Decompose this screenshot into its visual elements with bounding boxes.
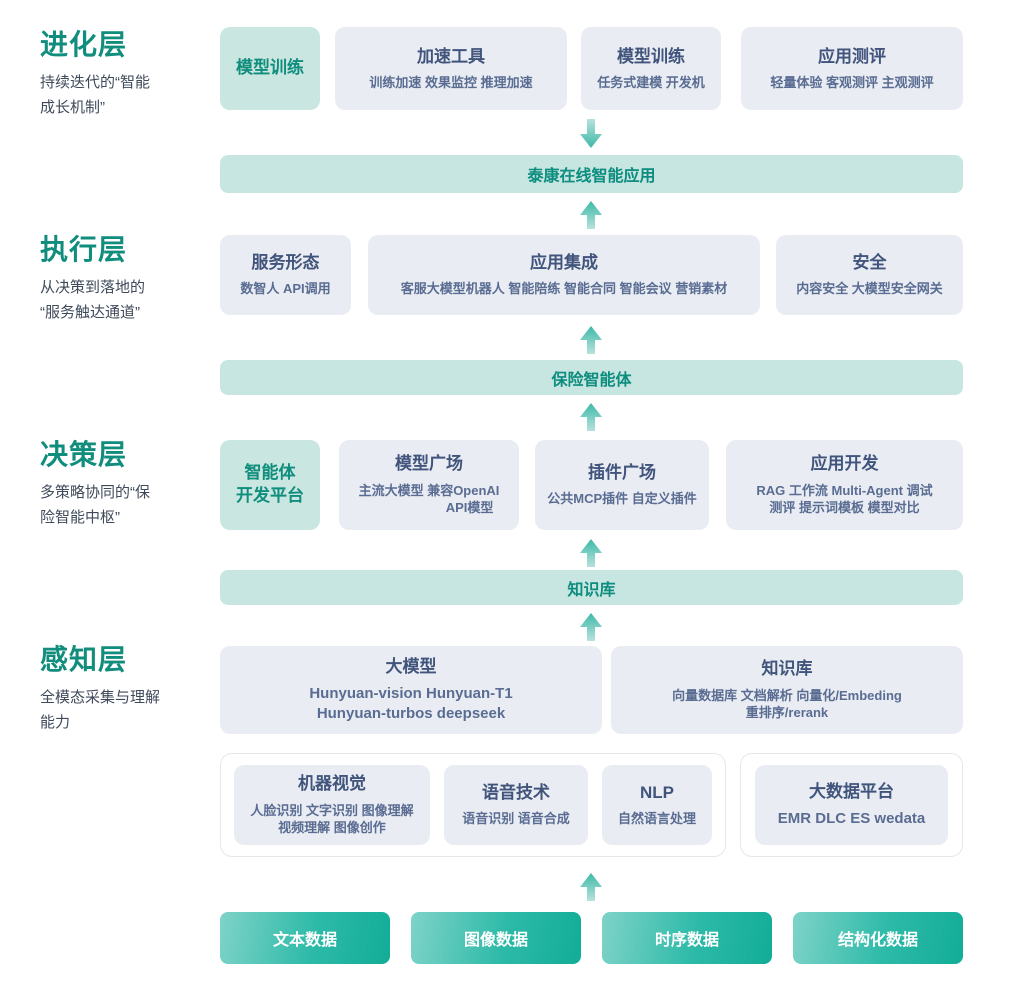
card-knowledge-base[interactable]: 知识库 向量数据库 文档解析 向量化/Embeding 重排序/rerank (611, 646, 963, 734)
layer-desc-line: 险智能中枢” (40, 508, 120, 526)
card-application-evaluation[interactable]: 应用测评 轻量体验 客观测评 主观测评 (741, 27, 963, 110)
card-subtitle-line: Hunyuan-vision Hunyuan-T1 (309, 684, 513, 702)
bar-label: 泰康在线智能应用 (527, 168, 656, 185)
card-service-form[interactable]: 服务形态 数智人 API调用 (220, 235, 351, 315)
bar-label: 保险智能体 (551, 371, 632, 389)
layer-desc-line: 能力 (40, 713, 71, 731)
card-subtitle: 自然语言处理 (617, 811, 696, 827)
layer-desc-line: 持续迭代的“智能 (40, 73, 150, 91)
card-speech-technology[interactable]: 语音技术 语音识别 语音合成 (444, 765, 588, 845)
card-subtitle: 公共MCP插件 自定义插件 (547, 491, 697, 507)
chip-label: 文本数据 (272, 932, 337, 949)
card-application-development[interactable]: 应用开发 RAG 工作流 Multi-Agent 调试 测评 提示词模板 模型对… (726, 440, 963, 530)
card-title: 语音技术 (482, 783, 550, 803)
arrow-down-to-app-icon (578, 119, 604, 149)
layer-desc-decision: 多策略协同的“保 险智能中枢” (40, 481, 230, 531)
card-subtitle: 轻量体验 客观测评 主观测评 (770, 74, 934, 90)
chip-image-data[interactable]: 图像数据 (411, 912, 581, 964)
layer-desc-perception: 全模态采集与理解 能力 (40, 686, 230, 736)
card-subtitle: 数智人 API调用 (240, 281, 331, 297)
card-agent-dev-platform-highlight[interactable]: 智能体 开发平台 (220, 440, 320, 530)
card-subtitle-line: 人脸识别 文字识别 图像理解 (250, 802, 414, 818)
arrow-up-to-decision-icon (578, 538, 604, 568)
card-subtitle-line: 重排序/rerank (745, 705, 829, 721)
arrow-up-to-agent-icon (578, 402, 604, 432)
card-subtitle-line: 视频理解 图像创作 (278, 820, 386, 836)
layer-label-perception: 感知层 全模态采集与理解 能力 (40, 644, 230, 736)
card-title: 知识库 (761, 659, 813, 679)
layer-title-decision: 决策层 (40, 439, 128, 470)
card-application-integration[interactable]: 应用集成 客服大模型机器人 智能陪练 智能合同 智能会议 营销素材 (368, 235, 760, 315)
card-subtitle-line: RAG 工作流 Multi-Agent 调试 (756, 482, 933, 498)
card-model-training-highlight[interactable]: 模型训练 (220, 27, 320, 110)
card-title-line: 开发平台 (236, 486, 304, 505)
card-title: NLP (640, 783, 674, 803)
card-subtitle: 语音识别 语音合成 (462, 811, 570, 827)
layer-desc-line: 成长机制” (40, 98, 105, 116)
card-subtitle: 任务式建模 开发机 (597, 74, 705, 90)
layer-desc-execution: 从决策到落地的 “服务触达通道” (40, 276, 230, 326)
chip-text-data[interactable]: 文本数据 (220, 912, 390, 964)
card-machine-vision[interactable]: 机器视觉 人脸识别 文字识别 图像理解 视频理解 图像创作 (234, 765, 430, 845)
chip-structured-data[interactable]: 结构化数据 (793, 912, 963, 964)
card-subtitle: 内容安全 大模型安全网关 (796, 281, 943, 297)
chip-label: 图像数据 (463, 932, 528, 949)
card-subtitle-line: API模型 (445, 500, 494, 516)
card-title: 应用开发 (810, 454, 879, 474)
card-subtitle-line: Hunyuan-turbos deepseek (316, 705, 506, 723)
layer-label-decision: 决策层 多策略协同的“保 险智能中枢” (40, 439, 230, 531)
card-big-data-platform[interactable]: 大数据平台 EMR DLC ES wedata (755, 765, 948, 845)
layer-title-perception: 感知层 (40, 644, 128, 675)
arrow-up-to-app-icon (578, 200, 604, 230)
bar-label: 知识库 (567, 581, 616, 599)
layer-desc-line: 从决策到落地的 (40, 278, 146, 296)
card-model-training[interactable]: 模型训练 任务式建模 开发机 (581, 27, 721, 110)
card-model-plaza[interactable]: 模型广场 主流大模型 兼容OpenAI API模型 (339, 440, 519, 530)
card-title: 模型广场 (395, 454, 463, 474)
layer-label-execution: 执行层 从决策到落地的 “服务触达通道” (40, 234, 230, 326)
card-title: 服务形态 (251, 253, 320, 273)
card-subtitle: 客服大模型机器人 智能陪练 智能合同 智能会议 营销素材 (400, 281, 728, 297)
card-title: 应用集成 (530, 253, 598, 273)
card-title-line: 智能体 (244, 463, 296, 483)
card-subtitle: EMR DLC ES wedata (777, 810, 926, 827)
arrow-up-to-kb-icon (578, 612, 604, 642)
card-subtitle-line: 测评 提示词模板 模型对比 (769, 500, 920, 516)
card-title: 模型训练 (236, 58, 304, 78)
card-security[interactable]: 安全 内容安全 大模型安全网关 (776, 235, 963, 315)
card-title: 大数据平台 (809, 781, 894, 801)
card-nlp[interactable]: NLP 自然语言处理 (602, 765, 712, 845)
layer-title-evolution: 进化层 (40, 29, 128, 60)
card-acceleration-tools[interactable]: 加速工具 训练加速 效果监控 推理加速 (335, 27, 567, 110)
arrow-up-to-execution-icon (578, 325, 604, 355)
card-subtitle-line: 向量数据库 文档解析 向量化/Embeding (672, 687, 902, 703)
card-title: 安全 (852, 253, 887, 273)
card-title: 模型训练 (617, 46, 685, 66)
chip-label: 结构化数据 (837, 932, 918, 949)
layer-desc-line: “服务触达通道” (40, 303, 140, 321)
layer-desc-line: 多策略协同的“保 (40, 483, 150, 501)
layer-desc-line: 全模态采集与理解 (40, 688, 161, 706)
card-subtitle-line: 主流大模型 兼容OpenAI (358, 482, 500, 498)
chip-label: 时序数据 (654, 932, 719, 949)
card-title: 大模型 (385, 656, 437, 676)
card-title: 加速工具 (417, 46, 485, 66)
card-plugin-plaza[interactable]: 插件广场 公共MCP插件 自定义插件 (535, 440, 709, 530)
card-title: 插件广场 (588, 463, 656, 483)
bar-knowledge-base[interactable]: 知识库 (220, 570, 963, 605)
card-title: 应用测评 (818, 46, 886, 66)
layer-desc-evolution: 持续迭代的“智能 成长机制” (40, 71, 230, 121)
bar-insurance-agent[interactable]: 保险智能体 (220, 360, 963, 395)
layer-label-evolution: 进化层 持续迭代的“智能 成长机制” (40, 29, 230, 121)
card-large-model[interactable]: 大模型 Hunyuan-vision Hunyuan-T1 Hunyuan-tu… (220, 646, 602, 734)
card-subtitle: 训练加速 效果监控 推理加速 (369, 74, 533, 90)
chip-timeseries-data[interactable]: 时序数据 (602, 912, 772, 964)
arrow-up-from-data-icon (578, 872, 604, 902)
bar-taikang-online-intelligent-application[interactable]: 泰康在线智能应用 (220, 155, 963, 193)
card-title: 机器视觉 (298, 774, 366, 794)
layer-title-execution: 执行层 (40, 234, 128, 265)
